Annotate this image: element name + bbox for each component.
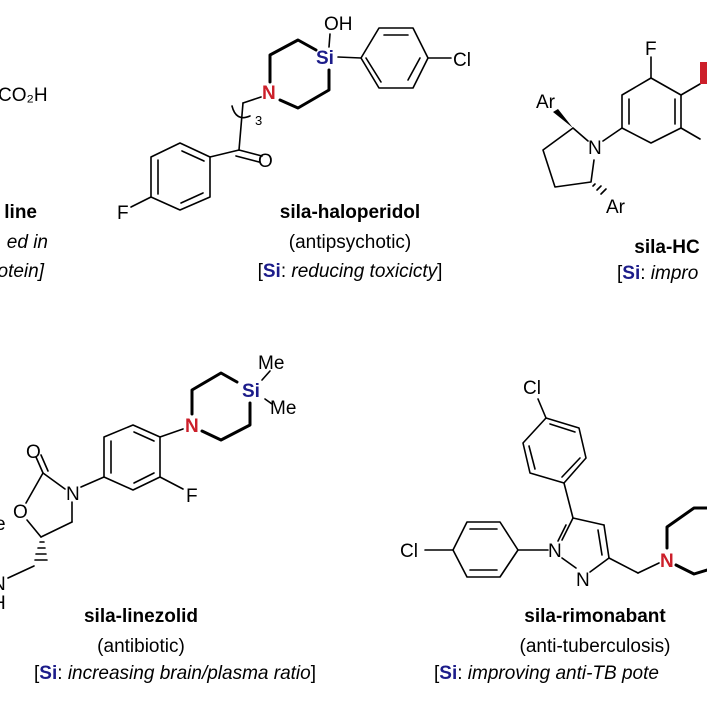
pyrazole-n2-label: N: [576, 570, 590, 591]
compound-class: (anti-tuberculosis): [520, 636, 671, 657]
compound-title: sila-HC: [634, 237, 700, 258]
compound-class: (antibiotic): [97, 636, 185, 657]
silicon-atom: Si: [242, 381, 260, 402]
ring-oxygen-label: O: [13, 502, 28, 523]
amide-hydrogen-label: H: [0, 593, 6, 614]
chlorine-label: Cl: [400, 541, 418, 562]
amide-nitrogen-label: N: [0, 574, 6, 595]
fluorine-label: F: [117, 203, 129, 224]
sila-haloperidol-structure: OH Si Cl N O F 3 sila-haloperidol (antip…: [117, 14, 471, 282]
compound-class: (antipsychotic): [289, 232, 412, 253]
silicon-atom: Si: [316, 48, 334, 69]
hash-bond: [34, 541, 48, 561]
silicon-effect-note: [Si: increasing brain/plasma ratio]: [34, 663, 316, 684]
cut-nitrogen-atom: [700, 62, 707, 84]
hydroxyl-label: OH: [324, 14, 353, 35]
nitrogen-label: N: [66, 484, 80, 505]
methyl-label: Me: [258, 353, 284, 374]
chlorophenyl-ring-left: [452, 521, 519, 578]
compound-title: sila-haloperidol: [280, 202, 420, 223]
fluorophenyl-ring: [150, 142, 211, 211]
silicon-effect-note: [Si: improving anti-TB pote: [434, 663, 659, 684]
carboxylic-acid-label: CO₂H: [0, 85, 48, 106]
compound-title: sila-rimonabant: [524, 606, 666, 627]
fluorine-label: F: [186, 486, 198, 507]
pyrazole-n1-label: N: [548, 541, 562, 562]
nitrogen-label: N: [588, 138, 602, 159]
left-partial-compound: CO₂H line ed in otein]: [0, 85, 48, 282]
compound-title: sila-linezolid: [84, 606, 198, 627]
fluorophenyl-ring: [103, 424, 161, 491]
fluorine-label: F: [645, 39, 657, 60]
nitrogen-atom: N: [185, 416, 199, 437]
chlorine-label: Cl: [523, 378, 541, 399]
chlorine-label: Cl: [453, 50, 471, 71]
right-partial-compound: F Ar Ar N sila-HC [Si: impro: [536, 39, 707, 284]
methyl-label: Me: [270, 398, 296, 419]
compound-title: line: [4, 202, 37, 223]
repeat-count-label: 3: [255, 113, 262, 128]
aryl-label: Ar: [536, 92, 556, 113]
partial-methyl-label: e: [0, 514, 6, 535]
silicon-effect-note: [Si: reducing toxicicty]: [258, 261, 443, 282]
chlorophenyl-ring-top: [522, 417, 587, 484]
sila-linezolid-structure: Me Si Me N F N O O e N H sila-linezolid …: [0, 353, 316, 684]
silicon-effect-note: [Si: impro: [617, 263, 698, 284]
carbonyl-oxygen-label: O: [26, 442, 41, 463]
hash-bond: [592, 183, 607, 195]
wedge-bond: [553, 109, 573, 128]
sila-rimonabant-structure: Cl Cl N N N sila-rimonabant (anti-tuberc…: [400, 378, 707, 684]
chlorophenyl-ring: [360, 27, 429, 89]
compound-note-line2: otein]: [0, 261, 45, 282]
oxygen-label: O: [258, 151, 273, 172]
nitrogen-atom: N: [262, 83, 276, 104]
nitrogen-atom: N: [660, 551, 674, 572]
aryl-label: Ar: [606, 197, 626, 218]
compound-note-line1: ed in: [7, 232, 48, 253]
